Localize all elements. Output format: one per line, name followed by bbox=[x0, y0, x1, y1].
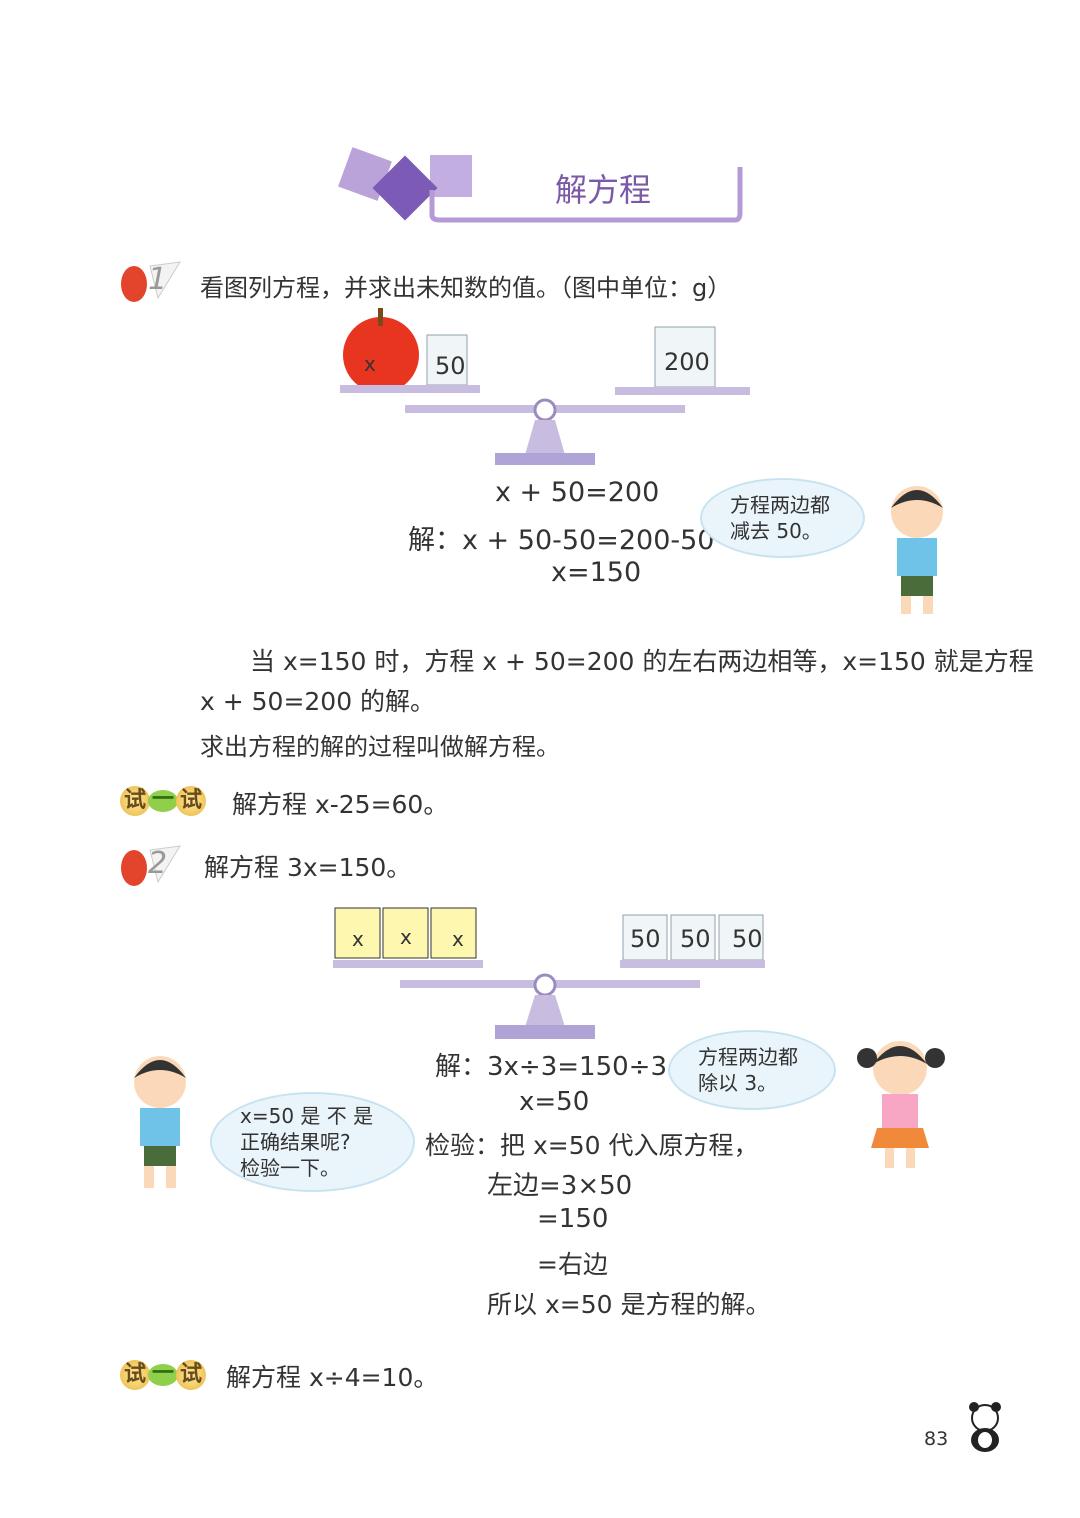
solution-line: 解：x + 50-50=200-50 bbox=[408, 525, 715, 556]
girl-illustration bbox=[857, 1041, 945, 1168]
panda-icon bbox=[969, 1402, 1001, 1452]
boy-illustration bbox=[134, 1056, 186, 1188]
bubble-text: 方程两边都 bbox=[698, 1045, 798, 1069]
try-char: 试 bbox=[176, 1360, 206, 1390]
balance-scale-2 bbox=[333, 907, 765, 1039]
try-char: 试 bbox=[120, 1360, 150, 1390]
explanation-line: x + 50=200 的解。 bbox=[200, 687, 436, 716]
equation-line: x + 50=200 bbox=[495, 477, 660, 508]
balance-scale-1 bbox=[340, 308, 750, 465]
solution-line: 解：3x÷3=150÷3 bbox=[435, 1052, 667, 1082]
bubble-text: 检验一下。 bbox=[240, 1156, 340, 1180]
check-line: 检验：把 x=50 代入原方程， bbox=[425, 1131, 759, 1160]
speech-bubble: x=50 是 不 是正确结果呢?检验一下。 bbox=[210, 1092, 415, 1192]
title-decoration bbox=[338, 147, 743, 223]
solution-result: x=150 bbox=[551, 557, 642, 588]
bubble-text: 正确结果呢? bbox=[240, 1130, 351, 1154]
try-exercise-2: 解方程 x÷4=10。 bbox=[226, 1363, 439, 1392]
conclusion-line: 所以 x=50 是方程的解。 bbox=[487, 1290, 771, 1319]
problem-number-badge: 1 bbox=[118, 258, 182, 304]
try-char: 试 bbox=[176, 786, 206, 816]
weight-50: 50 bbox=[680, 925, 711, 953]
bubble-text: 除以 3。 bbox=[698, 1071, 778, 1095]
try-it-badge: 试一试 bbox=[120, 1360, 206, 1390]
try-char: 一 bbox=[148, 1363, 178, 1386]
weight-x: x bbox=[400, 925, 412, 949]
speech-bubble: 方程两边都除以 3。 bbox=[668, 1030, 836, 1110]
problem-number-badge: 2 bbox=[118, 842, 182, 888]
boy-illustration bbox=[891, 486, 943, 614]
problem-2-prompt: 解方程 3x=150。 bbox=[204, 853, 412, 882]
check-line: =150 bbox=[537, 1204, 609, 1234]
page-number: 83 bbox=[924, 1428, 949, 1450]
speech-bubble: 方程两边都减去 50。 bbox=[700, 478, 865, 558]
problem-1-prompt: 看图列方程，并求出未知数的值。（图中单位：g） bbox=[200, 274, 732, 302]
weight-50: 50 bbox=[630, 925, 661, 953]
try-char: 一 bbox=[148, 789, 178, 812]
weight-x: x bbox=[364, 352, 376, 376]
page-title: 解方程 bbox=[555, 171, 652, 209]
check-line: =右边 bbox=[537, 1250, 608, 1279]
weight-200: 200 bbox=[664, 348, 710, 376]
definition-line: 求出方程的解的过程叫做解方程。 bbox=[200, 733, 560, 761]
weight-x: x bbox=[352, 927, 364, 951]
weight-50: 50 bbox=[435, 352, 466, 380]
bubble-text: 减去 50。 bbox=[730, 519, 822, 543]
explanation-line: 当 x=150 时，方程 x + 50=200 的左右两边相等，x=150 就是… bbox=[250, 647, 1034, 676]
try-it-badge: 试一试 bbox=[120, 786, 206, 816]
weight-x: x bbox=[452, 927, 464, 951]
bubble-text: 方程两边都 bbox=[730, 493, 830, 517]
check-line: 左边=3×50 bbox=[487, 1171, 633, 1201]
try-char: 试 bbox=[120, 786, 150, 816]
try-exercise-1: 解方程 x-25=60。 bbox=[232, 790, 449, 819]
solution-line: x=50 bbox=[519, 1087, 590, 1117]
bubble-text: x=50 是 不 是 bbox=[240, 1104, 374, 1128]
weight-50: 50 bbox=[732, 925, 763, 953]
